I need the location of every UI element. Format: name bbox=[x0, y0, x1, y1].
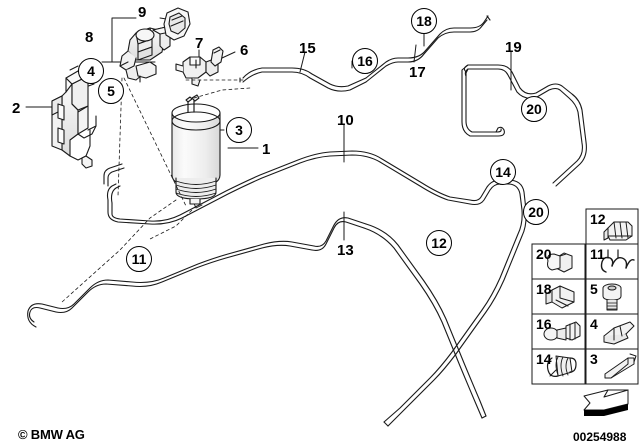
legend-num-12: 12 bbox=[590, 211, 606, 227]
callout-4: 4 bbox=[78, 58, 104, 84]
quick-connector-icon bbox=[543, 321, 581, 341]
legend-num-20: 20 bbox=[536, 246, 552, 262]
spring-clamp-icon bbox=[545, 285, 575, 309]
diagram-number: 00254988 bbox=[573, 430, 627, 444]
coil-clamp-icon bbox=[546, 355, 577, 377]
part-8-pump bbox=[119, 26, 171, 83]
label-7: 7 bbox=[195, 35, 204, 52]
assembly-guides bbox=[61, 77, 251, 303]
hose-11-branch bbox=[103, 163, 125, 187]
callout-12: 12 bbox=[426, 230, 452, 256]
label-1: 1 bbox=[262, 141, 271, 158]
hose-13 bbox=[27, 217, 487, 419]
double-clip-icon bbox=[600, 249, 635, 273]
legend-num-11: 11 bbox=[590, 246, 605, 262]
label-13: 13 bbox=[337, 242, 354, 259]
part-1-charcoal-canister bbox=[171, 94, 221, 209]
label-15: 15 bbox=[299, 40, 316, 57]
copyright-notice: © BMW AG bbox=[18, 427, 85, 442]
legend-num-18: 18 bbox=[536, 281, 552, 297]
callout-20-top: 20 bbox=[521, 96, 547, 122]
hex-screw-icon bbox=[602, 283, 622, 311]
part-6-plug bbox=[210, 46, 224, 67]
legend-num-14: 14 bbox=[536, 351, 552, 367]
part-9-grommet bbox=[163, 7, 191, 41]
callout-20-bottom: 20 bbox=[523, 199, 549, 225]
callout-16: 16 bbox=[352, 48, 378, 74]
legend-icons bbox=[543, 221, 637, 379]
label-8: 8 bbox=[85, 29, 94, 46]
callout-14: 14 bbox=[490, 159, 516, 185]
part-7-valve bbox=[175, 56, 219, 87]
callout-18: 18 bbox=[411, 8, 437, 34]
multi-line-holder-icon bbox=[603, 221, 633, 241]
legend-num-4: 4 bbox=[590, 316, 598, 332]
label-6: 6 bbox=[240, 42, 249, 59]
callout-3: 3 bbox=[226, 117, 252, 143]
hose-15-16-17-18 bbox=[239, 15, 491, 92]
cable-tie-icon bbox=[604, 353, 637, 379]
label-10: 10 bbox=[337, 112, 354, 129]
legend-num-3: 3 bbox=[590, 351, 598, 367]
legend-num-5: 5 bbox=[590, 281, 598, 297]
leader-lines bbox=[25, 17, 512, 241]
callout-5: 5 bbox=[98, 78, 124, 104]
hose-10 bbox=[106, 150, 527, 427]
pipe-clip-icon bbox=[547, 252, 573, 273]
label-9: 9 bbox=[138, 4, 147, 21]
label-19: 19 bbox=[505, 39, 522, 56]
callout-11: 11 bbox=[126, 246, 152, 272]
legend-num-16: 16 bbox=[536, 316, 552, 332]
label-2: 2 bbox=[12, 100, 21, 117]
bracket-clip-icon bbox=[603, 321, 635, 345]
hose-19-20 bbox=[461, 64, 587, 187]
label-17: 17 bbox=[409, 64, 426, 81]
part-2-bracket bbox=[51, 70, 97, 169]
travel-direction-arrow bbox=[583, 389, 629, 416]
